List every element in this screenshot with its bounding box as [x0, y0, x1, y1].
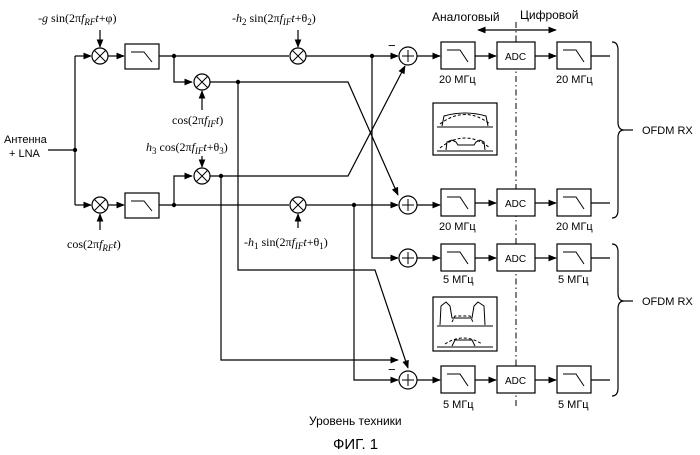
summer-1 — [399, 47, 417, 65]
digital-label: Цифровой — [520, 8, 578, 22]
brace-bottom — [612, 244, 633, 396]
analog-label: Аналоговый — [432, 10, 500, 24]
lna-label: + LNA — [9, 148, 41, 160]
if-mixer-cos — [194, 74, 210, 90]
summer-4 — [399, 371, 417, 389]
adc-2-label: ADC — [505, 199, 526, 210]
bw-label-3a: 5 МГц — [443, 274, 474, 286]
summer-1-minus: − — [388, 38, 396, 53]
bw-label-1b: 20 МГц — [556, 74, 593, 86]
if-h1-label: -h1 sin(2πfIFt+θ1) — [244, 235, 328, 251]
bw-label-2a: 20 МГц — [439, 221, 476, 233]
bw-label-4b: 5 МГц — [558, 399, 589, 411]
if-cos-label: cos(2πfIFt) — [172, 113, 223, 129]
ofdm-rx-bottom: OFDM RX — [642, 296, 693, 308]
if-mixer-h1 — [290, 197, 306, 213]
bw-label-2b: 20 МГц — [556, 221, 593, 233]
lpf-top-path — [125, 44, 159, 69]
bw-label-1a: 20 МГц — [439, 74, 476, 86]
brace-top — [612, 42, 633, 218]
figure-number: ФИГ. 1 — [333, 436, 378, 453]
spectrum-thumbnail-narrowband — [433, 297, 497, 351]
adc-3-label: ADC — [505, 254, 526, 265]
if-h2-label: -h2 sin(2πfIFt+θ2) — [232, 11, 316, 27]
ofdm-rx-top: OFDM RX — [642, 125, 693, 137]
bw-label-4a: 5 МГц — [443, 399, 474, 411]
adc-1-label: ADC — [505, 52, 526, 63]
adc-4-label: ADC — [505, 376, 526, 387]
rf-mixer-top — [92, 48, 108, 64]
spectrum-thumbnail-wideband — [433, 103, 497, 155]
bw-label-3b: 5 МГц — [558, 274, 589, 286]
lpf-bottom-path — [125, 193, 159, 218]
rf-cos-label: cos(2πfRFt) — [67, 237, 121, 253]
summer-2 — [399, 196, 417, 214]
caption-prior-art: Уровень техники — [309, 414, 402, 428]
if-mixer-h2 — [290, 48, 306, 64]
antenna-label: Антенна — [4, 134, 48, 146]
summer-4-minus: − — [388, 362, 396, 377]
if-mixer-h3 — [194, 168, 210, 184]
summer-3 — [399, 249, 417, 267]
if-h3-label: h3 cos(2πfIFt+θ3) — [146, 140, 228, 156]
rf-mixer-bottom — [92, 197, 108, 213]
rf-sin-label: -g sin(2πfRFt+φ) — [38, 11, 116, 27]
